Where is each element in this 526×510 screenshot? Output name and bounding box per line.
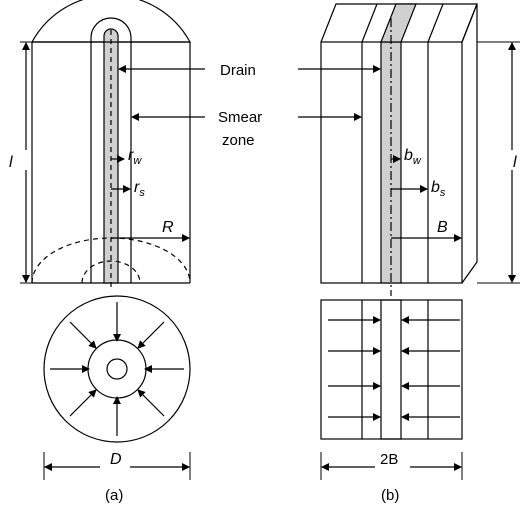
- bs-label: bs: [431, 179, 446, 199]
- 2B-dimension: [320, 452, 463, 480]
- l-dimension-left: [20, 41, 32, 284]
- B-label: B: [437, 219, 448, 236]
- bw-label: bw: [404, 147, 422, 167]
- cylinder-plan: [43, 295, 191, 443]
- 2B-label: 2B: [380, 451, 398, 468]
- caption-b: (b): [381, 487, 399, 504]
- smear-zone-label-1: Smear: [218, 109, 262, 126]
- D-dimension: [43, 452, 191, 480]
- R-label: R: [162, 219, 174, 236]
- D-label: D: [110, 451, 122, 468]
- rs-label: rs: [134, 179, 145, 199]
- caption-a: (a): [105, 487, 123, 504]
- callout-arrows: [118, 65, 381, 121]
- block-plan: [320, 299, 463, 440]
- drain-b-top: [380, 3, 417, 43]
- smear-zone-label-2: zone: [222, 132, 255, 149]
- drain-label: Drain: [220, 62, 256, 79]
- l-dimension-right: [477, 41, 520, 284]
- rw-label: rw: [128, 147, 142, 167]
- l-label-right: l: [513, 154, 517, 171]
- l-label-left: l: [9, 154, 13, 171]
- cylinder-elevation: [30, 0, 192, 288]
- block-elevation: [320, 3, 478, 296]
